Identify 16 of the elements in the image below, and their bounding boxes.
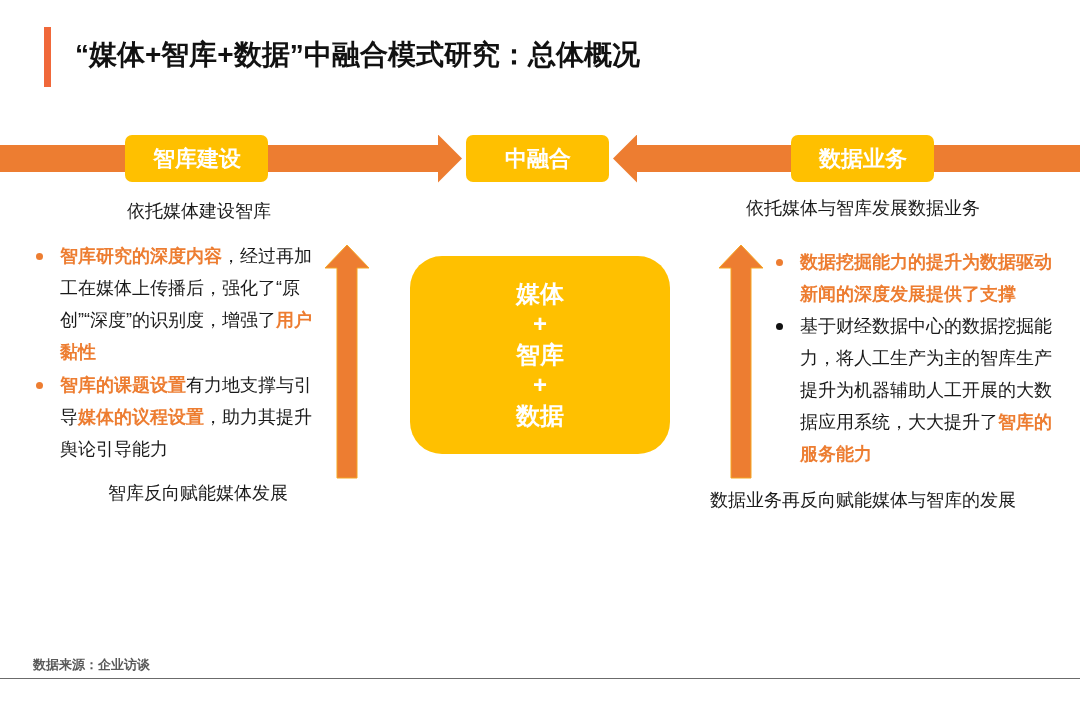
bullet-text: 智库的课题设置有力地支撑与引导媒体的议程设置，助力其提升舆论引导能力 [60, 374, 313, 461]
bullet-text: 数据挖掘能力的提升为数据驱动新闻的深度发展提供了支撑 [800, 251, 1053, 306]
tag-box: 中融合 [466, 135, 609, 182]
caption-text: 智库反向赋能媒体发展 [108, 482, 288, 505]
caption-text: 依托媒体与智库发展数据业务 [746, 197, 980, 220]
caption-text: 依托媒体建设智库 [127, 200, 271, 223]
tag-box: 智库建设 [125, 135, 268, 182]
rounded-box: 媒体+智库+数据 [410, 256, 670, 454]
source-note: 数据来源：企业访谈 [33, 656, 150, 674]
bullet-text: 基于财经数据中心的数据挖掘能力，将人工生产为主的智库生产提升为机器辅助人工开展的大数据应用系统，大大提升了智库的服务能力 [800, 315, 1053, 466]
arrow [268, 134, 462, 183]
arrow [613, 134, 791, 183]
title: “媒体+智库+数据”中融合模式研究：总体概况 [75, 38, 640, 72]
tag-box: 数据业务 [791, 135, 934, 182]
bullet-text: 智库研究的深度内容，经过再加工在媒体上传播后，强化了“原创”“深度”的识别度，增强了用户黏性 [60, 245, 313, 364]
caption-text: 数据业务再反向赋能媒体与智库的发展 [710, 489, 1016, 512]
